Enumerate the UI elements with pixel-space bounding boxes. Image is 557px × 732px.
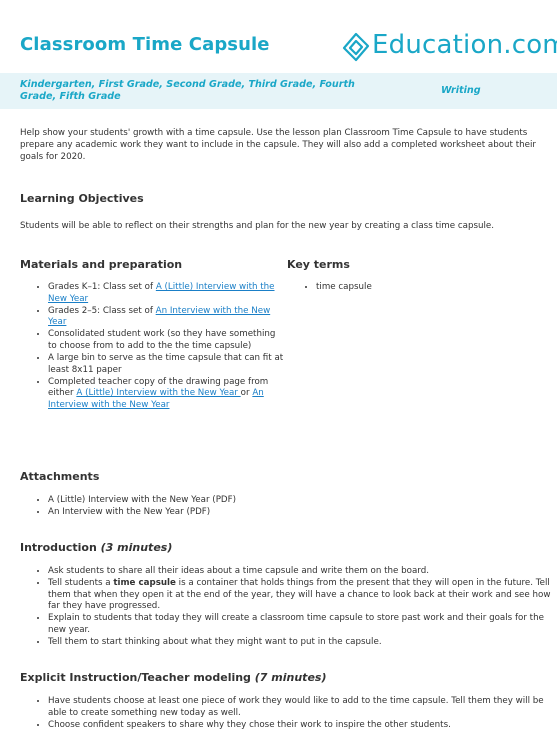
materials-list: Grades K–1: Class set of A (Little) Inte… xyxy=(34,282,284,412)
list-item-text: Tell them to start thinking about what t… xyxy=(48,637,382,648)
page-title: Classroom Time Capsule xyxy=(20,34,270,55)
key-terms-heading: Key terms xyxy=(287,258,350,271)
key-term-item: time capsule xyxy=(316,282,516,294)
key-term-bold: time capsule xyxy=(113,578,176,589)
list-item-text: Completed teacher copy of the drawing pa… xyxy=(48,376,269,399)
list-item-text: Explain to students that today they will… xyxy=(48,613,544,635)
list-item-text: Tell students a xyxy=(48,578,114,589)
list-item-text: is a container that holds things from th… xyxy=(48,578,551,612)
grade-levels: Kindergarten, First Grade, Second Grade,… xyxy=(20,79,355,102)
explicit-instruction-time: (7 minutes) xyxy=(254,671,327,684)
worksheet-link[interactable]: An Interview with the New Year xyxy=(48,305,271,328)
explicit-instruction-heading: Explicit Instruction/Teacher modeling (7… xyxy=(20,671,327,684)
explicit-instruction-list: Have students choose at least one piece … xyxy=(34,696,554,732)
education-logo-icon xyxy=(342,32,370,62)
list-item: Completed teacher copy of the drawing pa… xyxy=(48,377,284,412)
list-item: Have students choose at least one piece … xyxy=(48,696,554,719)
list-item-text: Consolidated student work (so they have … xyxy=(48,329,276,351)
materials-heading: Materials and preparation xyxy=(20,258,183,271)
list-item: Tell students a time capsule is a contai… xyxy=(48,578,554,613)
list-item: Grades 2–5: Class set of An Interview wi… xyxy=(48,306,284,329)
attachments-heading: Attachments xyxy=(20,470,100,483)
attachment-item[interactable]: An Interview with the New Year (PDF) xyxy=(48,507,448,519)
attachments-list: A (Little) Interview with the New Year (… xyxy=(34,495,448,519)
logo-text: Education.com xyxy=(372,30,557,60)
subject-label: Writing xyxy=(441,85,481,96)
list-item-text: or xyxy=(240,388,253,399)
list-item: Consolidated student work (so they have … xyxy=(48,329,284,352)
list-item: Tell them to start thinking about what t… xyxy=(48,637,554,649)
introduction-time: (3 minutes) xyxy=(100,541,173,554)
worksheet-link[interactable]: A (Little) Interview with the New Year xyxy=(48,282,275,304)
key-terms-list: time capsule xyxy=(302,282,516,294)
intro-paragraph: Help show your students' growth with a t… xyxy=(20,128,536,162)
learning-objectives-heading: Learning Objectives xyxy=(20,192,144,205)
list-item-text: A large bin to serve as the time capsule… xyxy=(48,353,284,375)
worksheet-link[interactable]: An Interview with the New Year xyxy=(48,388,264,410)
learning-objectives-text: Students will be able to reflect on thei… xyxy=(20,221,495,231)
list-item: Ask students to share all their ideas ab… xyxy=(48,566,554,578)
introduction-heading: Introduction (3 minutes) xyxy=(20,541,173,554)
grade-subject-band xyxy=(0,73,557,109)
list-item-text: Grades 2–5: Class set of xyxy=(48,305,156,316)
list-item: A large bin to serve as the time capsule… xyxy=(48,353,284,376)
attachment-item[interactable]: A (Little) Interview with the New Year (… xyxy=(48,495,448,507)
list-item: Grades K–1: Class set of A (Little) Inte… xyxy=(48,282,284,305)
list-item-text: Grades K–1: Class set of xyxy=(48,282,156,292)
list-item: Explain to students that today they will… xyxy=(48,613,554,636)
list-item: Choose confident speakers to share why t… xyxy=(48,720,554,732)
introduction-list: Ask students to share all their ideas ab… xyxy=(34,566,554,649)
list-item-text: Ask students to share all their ideas ab… xyxy=(48,566,429,576)
worksheet-link[interactable]: A (Little) Interview with the New Year xyxy=(76,388,241,399)
